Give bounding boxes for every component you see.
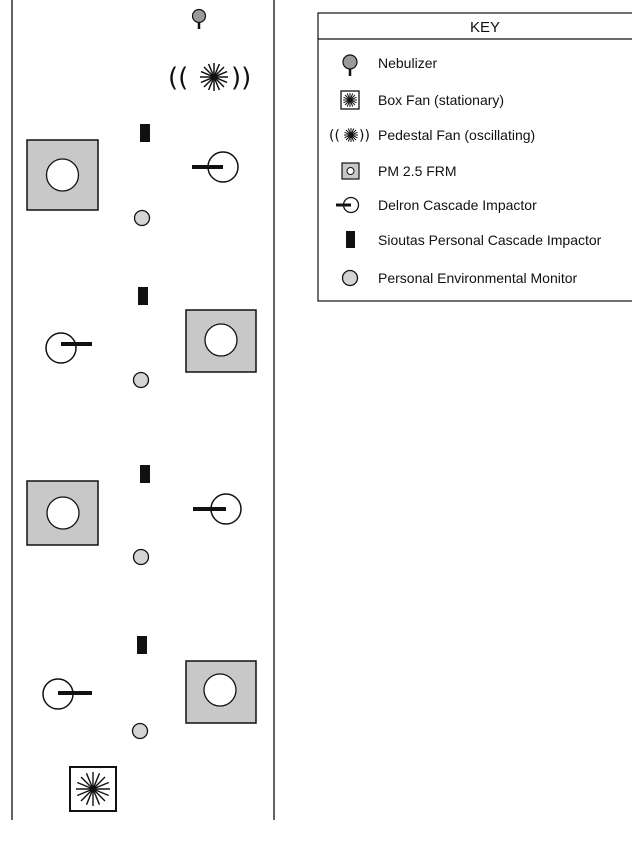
pm25-frm-icon [341,162,360,180]
nebulizer-icon [191,8,207,29]
pem-icon [132,548,150,566]
key-label-pem: Personal Environmental Monitor [378,270,578,286]
nebulizer-icon [342,54,358,76]
pem-icon [131,722,149,740]
pem-icon [133,209,151,227]
box-fan-icon [340,90,360,110]
key-title: KEY [470,19,500,36]
sioutas-impactor-icon [346,231,355,248]
sioutas-impactor-icon [140,465,150,483]
delron-impactor-icon [42,678,92,710]
key-label-box-fan: Box Fan (stationary) [378,92,504,108]
delron-impactor-icon [45,332,92,364]
key-label-sioutas: Sioutas Personal Cascade Impactor [378,232,602,248]
svg-text:((: (( [329,128,340,144]
svg-text:)): )) [359,128,370,144]
svg-text:((: (( [168,63,188,93]
sioutas-impactor-icon [140,124,150,142]
box-fan-icon [69,766,117,812]
svg-text:)): )) [231,63,251,93]
sioutas-impactor-icon [138,287,148,305]
pem-icon [341,269,359,287]
pem-icon [132,371,150,389]
delron-impactor-icon [336,196,360,214]
key-label-pedestal-fan: Pedestal Fan (oscillating) [378,127,535,143]
pm25-frm-icon [185,309,257,373]
key-label-pm25-frm: PM 2.5 FRM [378,163,457,179]
sioutas-impactor-icon [137,636,147,654]
key-label-delron: Delron Cascade Impactor [378,197,537,213]
delron-impactor-icon [192,151,239,183]
delron-impactor-icon [193,493,242,525]
key-legend: KEY (( [317,12,632,302]
pm25-frm-icon [185,660,257,724]
pedestal-fan-icon: (( )) [168,63,251,93]
chamber-outline [11,0,275,820]
pedestal-fan-icon: (( )) [329,128,370,144]
key-label-nebulizer: Nebulizer [378,55,437,71]
pm25-frm-icon [26,139,99,211]
pm25-frm-icon [26,480,99,546]
